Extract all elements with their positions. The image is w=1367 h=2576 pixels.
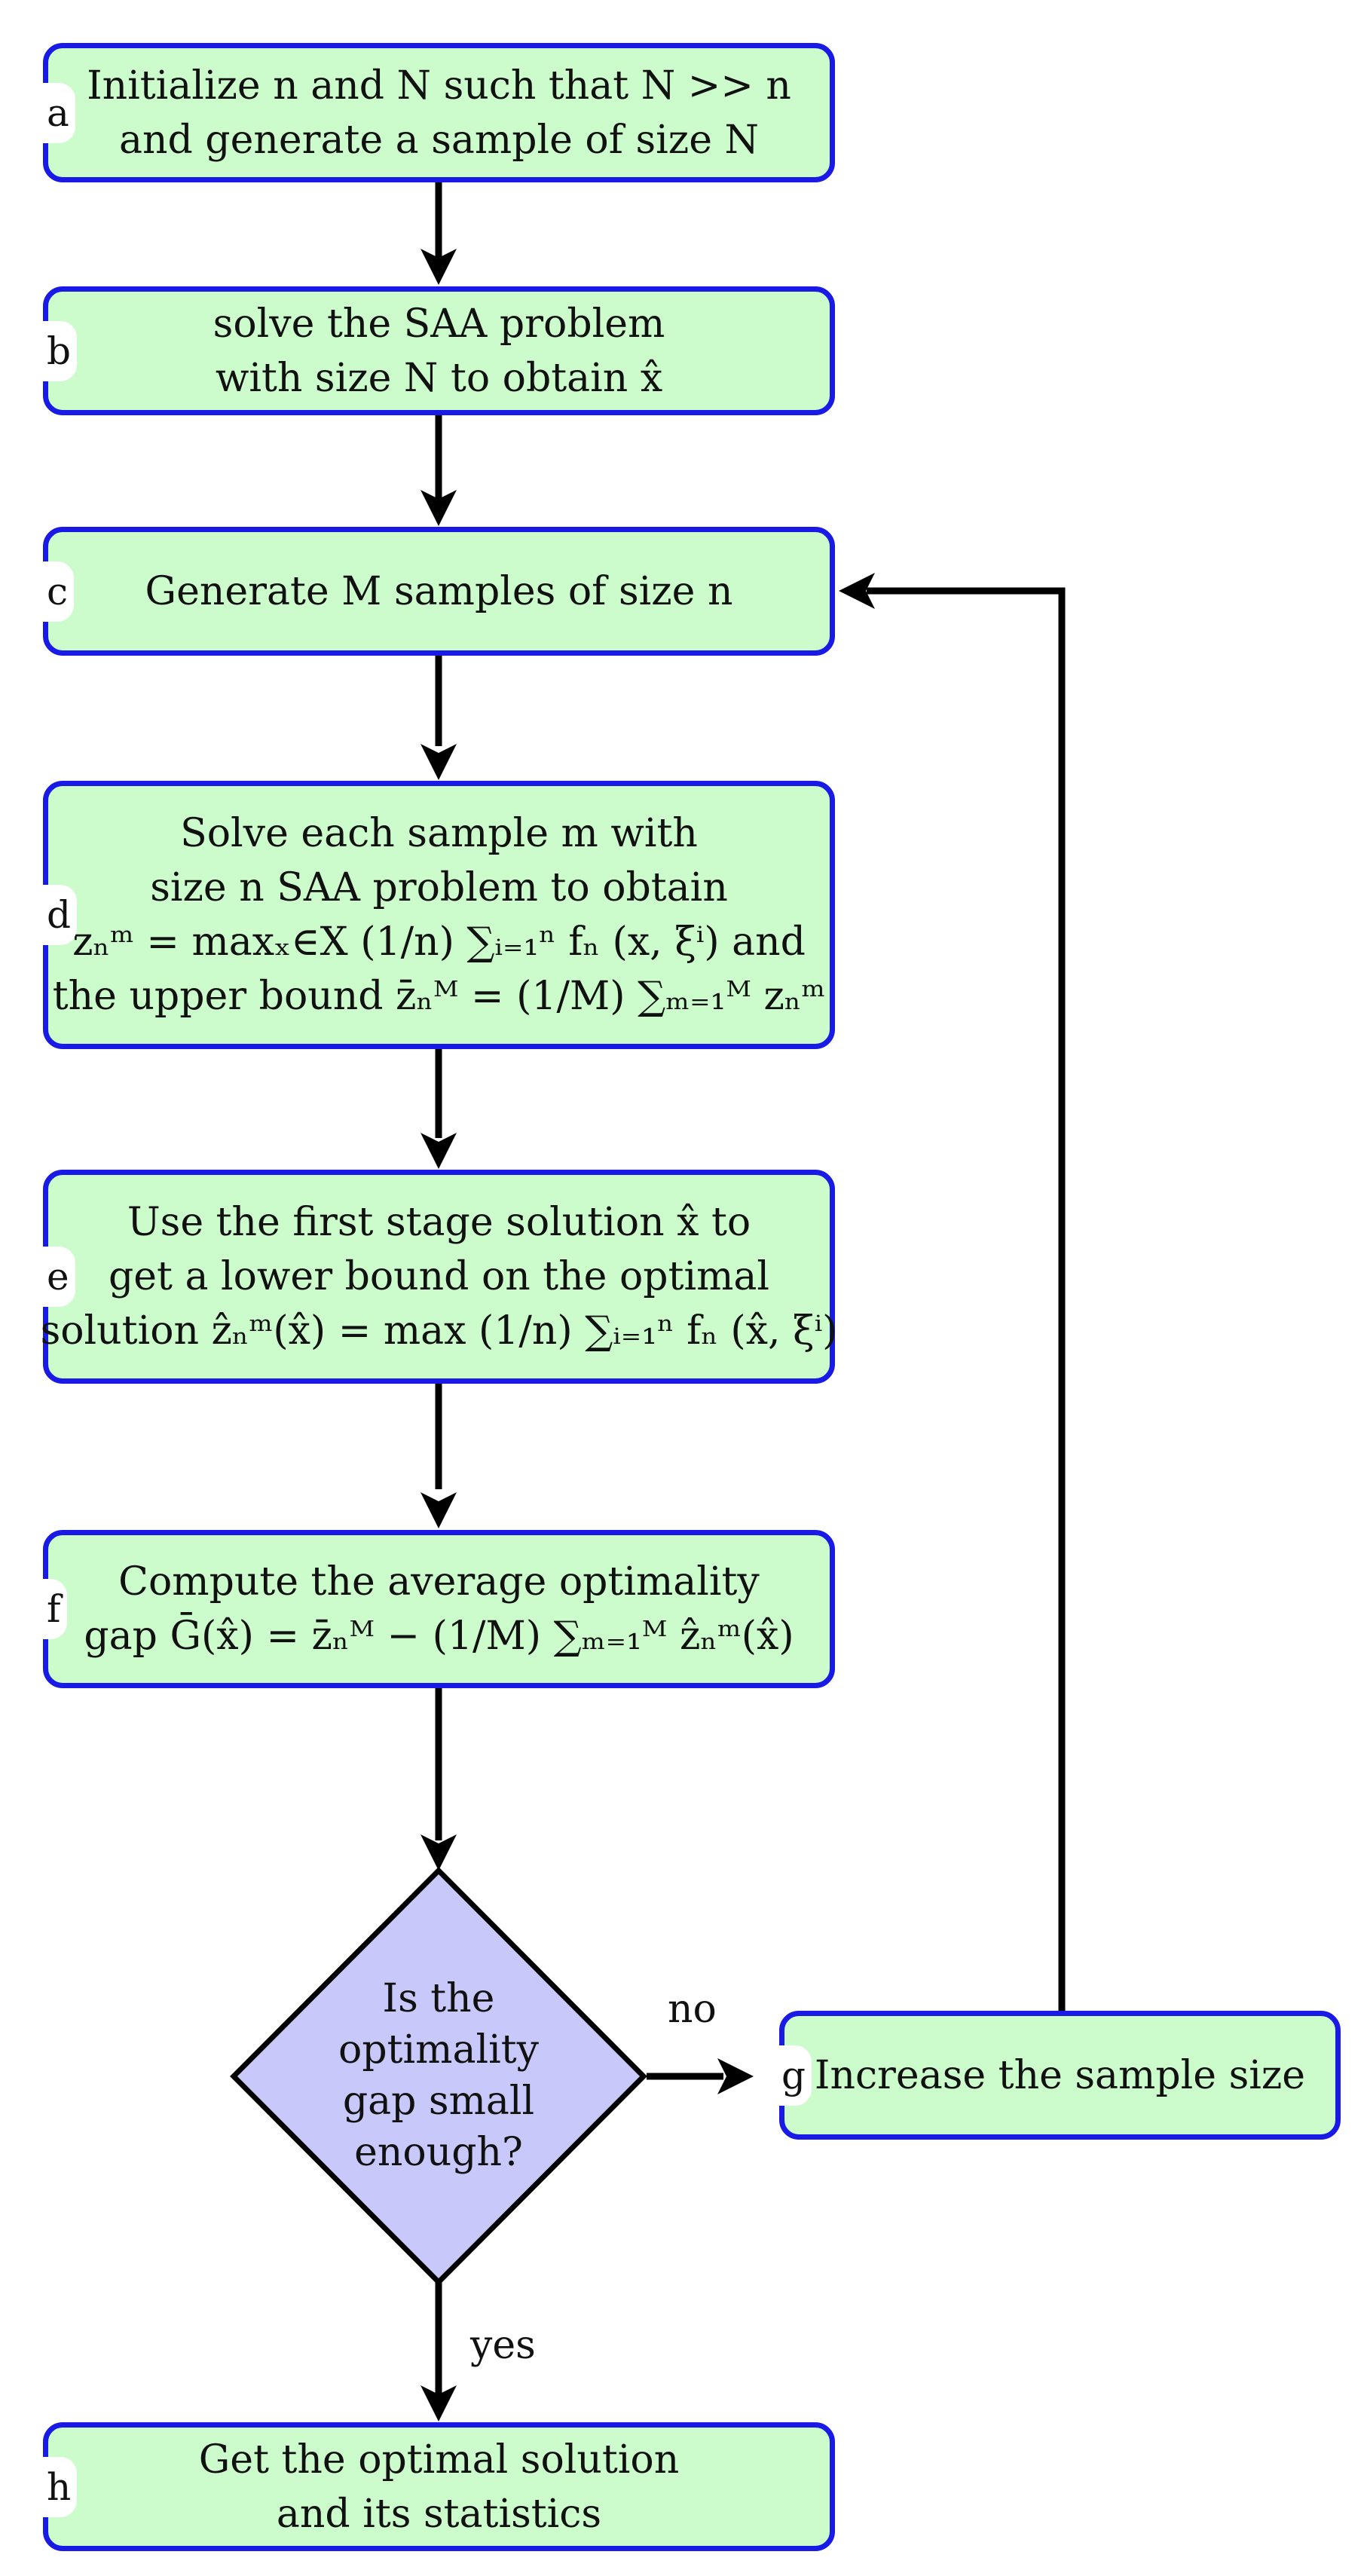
step-f-optimality-gap: f Compute the average optimality gap Ḡ(x… bbox=[41, 1530, 835, 1688]
step-text-line: size n SAA problem to obtain bbox=[150, 865, 728, 910]
arrowheads bbox=[420, 249, 875, 2422]
step-text-line: solve the SAA problem bbox=[213, 301, 665, 347]
step-tag: e bbox=[41, 1247, 75, 1307]
step-formula-line: zₙᵐ = maxₓ∈X (1/n) ∑ᵢ₌₁ⁿ fₙ (x, ξⁱ) and bbox=[72, 919, 806, 965]
step-b-solve-saa: b solve the SAA problem with size N to o… bbox=[41, 286, 835, 415]
step-text-line: Solve each sample m with bbox=[180, 811, 698, 856]
step-formula-line: solution ẑₙᵐ(x̂) = max (1/n) ∑ᵢ₌₁ⁿ fₙ (x… bbox=[40, 1308, 838, 1354]
step-text-line: Use the first stage solution x̂ to bbox=[127, 1200, 751, 1245]
step-text-line: get a lower bound on the optimal bbox=[108, 1254, 770, 1299]
step-d-solve-each-sample: d Solve each sample m with size n SAA pr… bbox=[41, 781, 835, 1049]
step-h-optimal-solution: h Get the optimal solution and its stati… bbox=[41, 2422, 835, 2551]
step-text-line: and its statistics bbox=[276, 2491, 602, 2537]
decision-text-line: enough? bbox=[354, 2130, 523, 2175]
step-text-line: with size N to obtain x̂ bbox=[215, 355, 663, 401]
step-tag: a bbox=[41, 82, 75, 143]
step-tag: b bbox=[41, 320, 78, 381]
decision-text-line: optimality bbox=[338, 2027, 539, 2073]
step-formula-line: gap Ḡ(x̂) = z̄ₙᴹ − (1/M) ∑ₘ₌₁ᴹ ẑₙᵐ(x̂) bbox=[84, 1614, 794, 1659]
decision-diamond bbox=[230, 1867, 647, 2286]
step-tag: d bbox=[41, 885, 78, 945]
step-text-line: and generate a sample of size N bbox=[118, 117, 760, 163]
step-text-line: Increase the sample size bbox=[814, 2052, 1306, 2098]
step-e-lower-bound: e Use the first stage solution x̂ to get… bbox=[40, 1170, 838, 1384]
step-g-increase-sample: g Increase the sample size bbox=[775, 2011, 1341, 2140]
arrow-g-to-c bbox=[867, 587, 1066, 2011]
step-text-line: Initialize n and N such that N >> n bbox=[87, 63, 791, 109]
step-tag: f bbox=[41, 1579, 67, 1639]
edge-label-yes: yes bbox=[470, 2323, 536, 2368]
step-tag: g bbox=[775, 2045, 812, 2106]
step-text-line: Get the optimal solution bbox=[198, 2437, 680, 2483]
step-c-generate-samples: c Generate M samples of size n bbox=[41, 527, 835, 656]
step-tag: c bbox=[41, 561, 75, 622]
step-a-initialize: a Initialize n and N such that N >> n an… bbox=[41, 43, 835, 182]
decision-text-line: Is the bbox=[382, 1976, 495, 2021]
step-formula-line: the upper bound z̄ₙᴹ = (1/M) ∑ₘ₌₁ᴹ zₙᵐ bbox=[52, 974, 826, 1019]
decision-text: Is the optimality gap small enough? bbox=[234, 1871, 644, 2281]
step-tag: h bbox=[41, 2456, 78, 2517]
step-text-line: Compute the average optimality bbox=[118, 1559, 760, 1605]
edge-label-no: no bbox=[668, 1987, 717, 2032]
step-text-line: Generate M samples of size n bbox=[145, 568, 733, 614]
decision-text-line: gap small bbox=[342, 2079, 535, 2124]
